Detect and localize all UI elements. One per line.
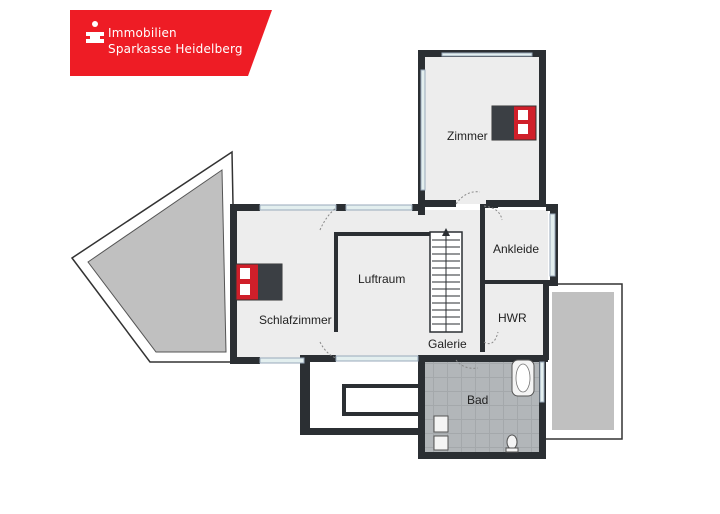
bed-icon [491, 105, 537, 141]
stairs-icon [429, 228, 463, 333]
sparkasse-logo-icon [86, 21, 104, 43]
left-terrace [70, 150, 237, 363]
room-label-schlafzimmer: Schlafzimmer [259, 313, 332, 327]
room-label-ankleide: Ankleide [493, 242, 540, 256]
room-label-zimmer: Zimmer [447, 129, 488, 143]
room-label-bad: Bad [467, 393, 489, 407]
right-terrace [541, 283, 623, 440]
room-label-luftraum: Luftraum [358, 272, 406, 286]
windows [259, 52, 556, 403]
room-label-hwr: HWR [498, 311, 527, 325]
bed-icon [235, 263, 283, 301]
sink-icon [433, 415, 449, 451]
bathtub-icon [511, 359, 535, 397]
toilet-icon [505, 434, 519, 453]
room-label-galerie: Galerie [428, 337, 467, 351]
brand-banner-shape [70, 10, 272, 76]
door-swing-icon [319, 191, 503, 369]
brand-line-2: Sparkasse Heidelberg [108, 42, 243, 56]
brand-line-1: Immobilien [108, 26, 177, 40]
